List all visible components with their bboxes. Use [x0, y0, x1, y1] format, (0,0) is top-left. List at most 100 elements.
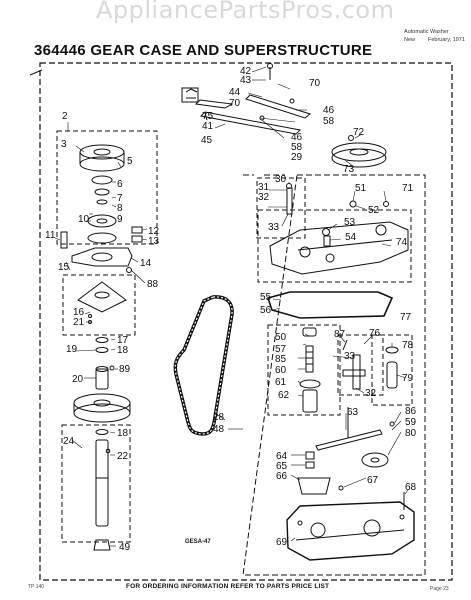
gasket-55 — [266, 291, 394, 319]
part-label-12: 12 — [148, 226, 160, 237]
pin-46 — [289, 98, 295, 104]
part-78 — [385, 346, 399, 354]
part-label-21: 21 — [73, 317, 85, 328]
footer-ordering-info: FOR ORDERING INFORMATION REFER TO PARTS … — [126, 583, 330, 590]
part-label-2: 2 — [62, 111, 68, 122]
ring-89 — [109, 365, 115, 371]
header-note-line2: New — [404, 37, 416, 43]
part-label-33: 33 — [268, 222, 280, 233]
part-label-48: 48 — [213, 424, 225, 435]
washer-17 — [95, 337, 109, 343]
part-label-5: 5 — [127, 156, 133, 167]
pulley-lower-bottom — [73, 403, 131, 423]
screw-88 — [126, 267, 132, 273]
part-label-76: 76 — [369, 328, 381, 339]
part-label-62: 62 — [278, 390, 290, 401]
part-label-14: 14 — [140, 258, 152, 269]
hinge-block-detail — [185, 88, 198, 99]
watermark-text: AppliancePartsPros.com — [96, 0, 395, 24]
part-label-31: 31 — [258, 182, 270, 193]
pulley-73 — [331, 142, 387, 162]
part-label-65: 65 — [276, 461, 288, 472]
hinge-block — [181, 87, 199, 103]
part-label-75: 75 — [202, 111, 214, 122]
part-label-56: 56 — [260, 305, 272, 316]
part-label-86: 86 — [405, 406, 417, 417]
part-50 — [302, 327, 317, 337]
part-label-6: 6 — [117, 179, 123, 190]
spring-7 — [94, 188, 110, 196]
bushing-20 — [95, 368, 109, 390]
frame-tick — [29, 69, 43, 76]
box-pinion — [267, 324, 341, 416]
part-label-22: 22 — [117, 451, 129, 462]
nut-72 — [348, 135, 354, 141]
part-label-66: 66 — [276, 471, 288, 482]
gear-10 — [87, 214, 117, 228]
gear-case-69 — [286, 501, 415, 561]
footer-left-code: TP 140 — [28, 584, 45, 590]
part-label-43: 43 — [240, 75, 252, 86]
part-label-13: 13 — [148, 236, 160, 247]
part-79 — [386, 361, 398, 389]
part-label-58: 58 — [323, 116, 335, 127]
part-label-41: 41 — [202, 121, 214, 132]
part-64 — [305, 451, 315, 460]
box-33-32 — [337, 334, 384, 396]
page-title: 364446 GEAR CASE AND SUPERSTRUCTURE — [34, 42, 373, 59]
part-label-10: 10 — [78, 214, 90, 225]
part-65 — [305, 461, 315, 469]
part-label-16: 16 — [73, 307, 85, 318]
part-label-58: 58 — [291, 142, 303, 153]
part-label-29: 29 — [291, 152, 303, 163]
part-label-70: 70 — [309, 78, 321, 89]
part-label-45: 45 — [201, 135, 213, 146]
part-label-53: 53 — [344, 217, 356, 228]
part-label-87: 87 — [334, 329, 346, 340]
gear-80 — [361, 452, 389, 468]
box-cover-74 — [257, 209, 412, 283]
part-label-46: 46 — [291, 132, 303, 143]
part-label-89: 89 — [119, 364, 131, 375]
part-label-28: 28 — [213, 412, 225, 423]
part-label-7: 7 — [117, 193, 123, 204]
hinge-bracket — [194, 99, 234, 109]
part-label-71: 71 — [402, 183, 414, 194]
pinion-62 — [302, 389, 318, 413]
washer-9 — [87, 232, 117, 244]
diagram-code: GESA-47 — [185, 539, 211, 545]
shaft-22 — [95, 439, 109, 527]
part-52 — [349, 200, 357, 208]
box-bearing-16 — [62, 274, 136, 336]
header-note-date: February, 1971 — [428, 37, 465, 43]
screw-67 — [338, 485, 344, 491]
part-label-51: 51 — [355, 183, 367, 194]
part-label-64: 64 — [276, 451, 288, 462]
bearing-16 — [77, 281, 127, 313]
footer-page: Page 23 — [430, 586, 449, 592]
part-label-67: 67 — [367, 475, 379, 486]
screw-42-head — [267, 63, 273, 69]
part-label-77: 77 — [400, 312, 412, 323]
nut-49 — [93, 539, 111, 551]
box-78-79 — [371, 334, 413, 406]
part-86 — [389, 421, 395, 427]
part-label-54: 54 — [345, 232, 357, 243]
part-label-80: 80 — [405, 428, 417, 439]
part-label-20: 20 — [72, 374, 84, 385]
part-13 — [131, 235, 143, 243]
part-label-17: 17 — [117, 335, 129, 346]
part-label-44: 44 — [229, 87, 241, 98]
part-label-74: 74 — [396, 237, 408, 248]
part-label-30: 30 — [275, 174, 287, 185]
part-label-61: 61 — [275, 377, 287, 388]
part-label-8: 8 — [117, 203, 123, 214]
part-label-32: 32 — [258, 192, 270, 203]
part-label-55: 55 — [260, 292, 272, 303]
part-label-85: 85 — [275, 354, 287, 365]
box-pulley-upper — [56, 130, 158, 245]
part-label-33: 33 — [344, 351, 356, 362]
part-label-60: 60 — [275, 365, 287, 376]
pulley-lower-top — [73, 393, 131, 413]
